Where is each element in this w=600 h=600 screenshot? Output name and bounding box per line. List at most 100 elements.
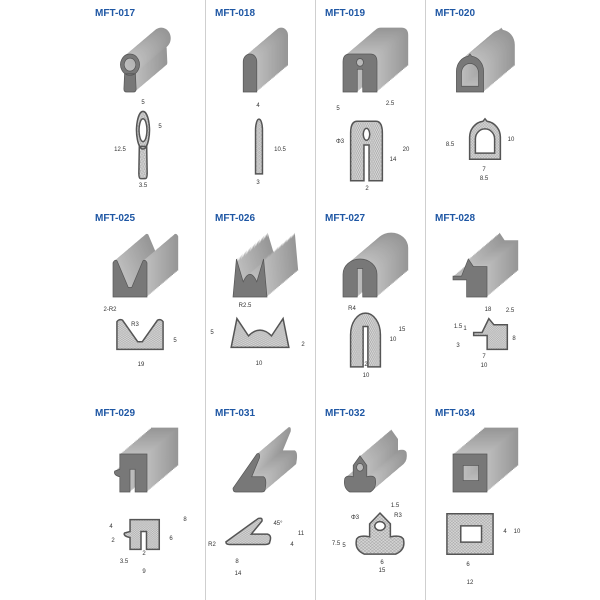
dimension-label: 5 — [158, 124, 162, 130]
dimension-label: 10 — [513, 529, 521, 535]
dimension-label: 7 — [482, 354, 486, 360]
dimension-label: 3.5 — [119, 559, 129, 565]
dimension-label: 2 — [111, 538, 115, 544]
dimension-label: 5 — [210, 330, 214, 336]
product-code: MFT-026 — [215, 213, 256, 224]
dimension-label: 8 — [183, 517, 187, 523]
dimension-label: 1.5 — [390, 503, 400, 509]
dimension-label: 2 — [364, 362, 368, 368]
dimension-label: 5 — [141, 100, 145, 106]
dimension-label: 2.5 — [385, 101, 395, 107]
dimension-label: 10 — [507, 137, 515, 143]
dimension-label: 10 — [389, 337, 397, 343]
dimension-label: 2.5 — [505, 308, 515, 314]
dimension-label: 15 — [378, 568, 386, 574]
divider — [425, 0, 426, 600]
dimension-label: 8.5 — [445, 142, 455, 148]
dimension-label: 12 — [466, 580, 474, 586]
dimension-label: 4 — [256, 103, 260, 109]
divider — [315, 0, 316, 600]
cross-section-drawing — [122, 519, 160, 550]
dimension-label: 7.5 — [331, 541, 341, 547]
dimension-label: 1 — [463, 326, 467, 332]
product-card: MFT-029 4 2 8 6 2 3.5 9 — [85, 400, 195, 600]
product-card: MFT-020 8.5 10 7 8.5 — [425, 0, 535, 200]
cross-section-drawing — [230, 318, 290, 348]
dimension-label: 15 — [398, 327, 406, 333]
dimension-label: 2 — [301, 342, 305, 348]
dimension-label: 4 — [290, 542, 294, 548]
profile-3d-image — [344, 429, 407, 493]
dimension-label: 5 — [336, 106, 340, 112]
profile-3d-image — [114, 427, 179, 493]
profile-3d-image — [232, 427, 298, 493]
product-code: MFT-025 — [95, 213, 136, 224]
profile-3d-image — [452, 232, 519, 298]
dimension-label: 8 — [235, 559, 239, 565]
cross-section-drawing — [465, 118, 505, 160]
dimension-label: R2 — [208, 542, 216, 548]
profile-3d-image — [120, 27, 171, 93]
product-card: MFT-034 4 10 6 12 — [425, 400, 535, 600]
dimension-label: 1.5 — [453, 324, 463, 330]
cross-section-drawing — [131, 110, 155, 180]
dimension-label: 8.5 — [479, 176, 489, 182]
dimension-label: 6 — [466, 562, 470, 568]
dimension-label: 12.5 — [114, 147, 126, 153]
dimension-label: 3 — [256, 180, 260, 186]
profile-3d-image — [452, 427, 519, 493]
product-code: MFT-031 — [215, 408, 256, 419]
dimension-label: 19 — [137, 362, 145, 368]
product-code: MFT-029 — [95, 408, 136, 419]
cross-section-drawing — [225, 518, 273, 545]
product-code: MFT-034 — [435, 408, 476, 419]
product-code: MFT-019 — [325, 8, 366, 19]
dimension-label: 45° — [273, 521, 283, 527]
dimension-label: 2 — [142, 551, 146, 557]
dimension-label: 2 — [365, 186, 369, 192]
cross-section-drawing — [250, 118, 268, 175]
dimension-label: 10.5 — [274, 147, 286, 153]
dimension-label: R4 — [348, 306, 356, 312]
dimension-label: 4 — [109, 524, 113, 530]
dimension-label: 8 — [512, 336, 516, 342]
dimension-label: Φ3 — [350, 515, 360, 521]
cross-section-drawing — [446, 513, 494, 555]
cross-section-drawing — [350, 312, 381, 368]
product-code: MFT-018 — [215, 8, 256, 19]
dimension-label: 6 — [380, 560, 384, 566]
cross-section-drawing — [353, 510, 407, 555]
dimension-label: 7 — [482, 167, 486, 173]
dimension-label: 6 — [169, 536, 173, 542]
cross-section-drawing — [350, 120, 383, 182]
profile-3d-image — [342, 232, 409, 298]
dimension-label: Φ3 — [335, 139, 345, 145]
dimension-label: 5 — [342, 543, 346, 549]
profile-3d-image — [456, 27, 515, 93]
product-card: MFT-018 4 10.5 3 — [205, 0, 315, 200]
product-code: MFT-027 — [325, 213, 366, 224]
product-code: MFT-032 — [325, 408, 366, 419]
dimension-label: 10 — [480, 363, 488, 369]
dimension-label: 9 — [142, 569, 146, 575]
profile-3d-image — [232, 232, 299, 298]
product-code: MFT-020 — [435, 8, 476, 19]
dimension-label: 5 — [173, 338, 177, 344]
dimension-label: 4 — [503, 529, 507, 535]
dimension-label: R3 — [394, 513, 402, 519]
dimension-label: R2.5 — [238, 303, 252, 309]
cross-section-drawing — [116, 318, 164, 350]
dimension-label: 18 — [484, 307, 492, 313]
profile-3d-image — [342, 27, 409, 93]
dimension-label: R3 — [131, 322, 139, 328]
divider — [205, 0, 206, 600]
dimension-label: 20 — [402, 147, 410, 153]
product-code: MFT-028 — [435, 213, 476, 224]
